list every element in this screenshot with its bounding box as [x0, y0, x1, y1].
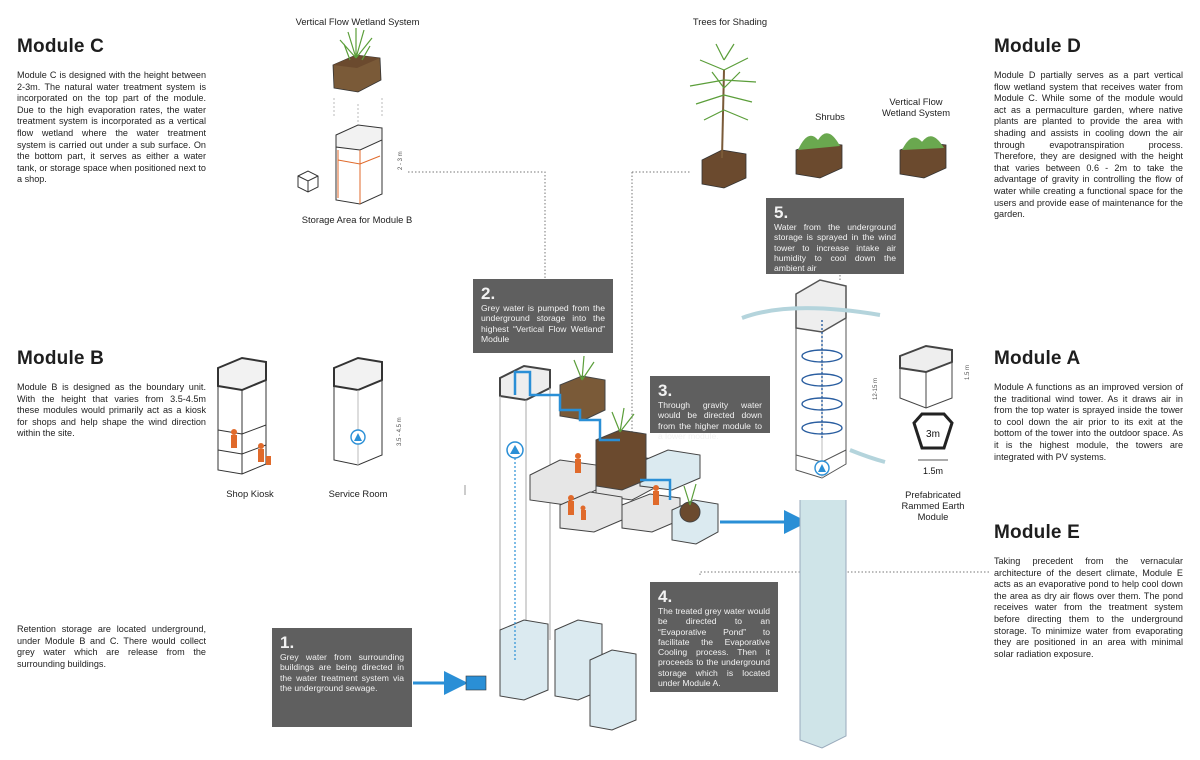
- triangle-up-icon: [350, 429, 366, 445]
- label-shrubs: Shrubs: [815, 111, 845, 122]
- label-vertical-flow-wetland-d: Vertical Flow Wetland System: [881, 96, 951, 118]
- prefab-hex-block: [899, 344, 953, 409]
- dim-c-label: 2 - 3 m: [398, 151, 404, 170]
- water-flow-path: [513, 370, 672, 660]
- step-1-box: 1. Grey water from surrounding buildings…: [272, 628, 412, 727]
- module-b-title: Module B: [17, 348, 105, 369]
- water-spray-coil: [801, 320, 843, 440]
- step-3-box: 3. Through gravity water would be direct…: [650, 376, 770, 441]
- step-5-text: Water from the underground storage is sp…: [774, 222, 896, 274]
- module-b-shop-kiosk: [217, 356, 267, 475]
- label-vertical-flow-wetland: Vertical Flow Wetland System: [295, 16, 420, 27]
- shrub-block: [795, 133, 843, 179]
- dim-1-5m-label: 1.5m: [923, 466, 943, 476]
- step-2-number: 2.: [481, 284, 496, 303]
- hexagon-icon: [912, 412, 954, 450]
- label-trees-for-shading: Trees for Shading: [692, 16, 768, 27]
- person-icon: [231, 429, 271, 465]
- step-2-box: 2. Grey water is pumped from the undergr…: [473, 279, 613, 353]
- module-c-title: Module C: [17, 36, 105, 57]
- step-5-number: 5.: [774, 203, 789, 222]
- step-3-text: Through gravity water would be directed …: [658, 400, 762, 441]
- label-shop-kiosk: Shop Kiosk: [226, 488, 274, 499]
- step-4-number: 4.: [658, 587, 673, 606]
- arrow-right-icon: [413, 671, 487, 695]
- retention-note: Retention storage are located undergroun…: [17, 624, 206, 669]
- step-4-box: 4. The treated grey water would be direc…: [650, 582, 778, 692]
- dim-a-label: 12-15 m: [873, 378, 879, 400]
- module-d-title: Module D: [994, 36, 1082, 57]
- module-a-title: Module A: [994, 348, 1081, 369]
- step-4-text: The treated grey water would be directed…: [658, 606, 770, 689]
- step-1-text: Grey water from surrounding buildings ar…: [280, 652, 404, 693]
- person-icon: [568, 453, 659, 520]
- module-a-description: Module A functions as an improved versio…: [994, 382, 1183, 462]
- plant-icon: [339, 28, 373, 61]
- step-3-number: 3.: [658, 381, 673, 400]
- module-e-description: Taking precedent from the vernacular arc…: [994, 556, 1183, 659]
- wetland-block-d: [899, 136, 947, 179]
- label-prefab-module: Prefabricated Rammed Earth Module: [901, 489, 965, 522]
- module-b-service-room: [333, 356, 383, 466]
- module-c-storage-hex: [333, 98, 383, 205]
- module-b-description: Module B is designed as the boundary uni…: [17, 382, 206, 439]
- step-2-text: Grey water is pumped from the undergroun…: [481, 303, 605, 344]
- module-e-title: Module E: [994, 522, 1081, 543]
- plant-icon: [573, 355, 697, 506]
- dim-b-label: 3.5 - 4.5 m: [397, 417, 403, 446]
- tree-icon: [689, 43, 757, 189]
- dim-prefab-label: 1.5 m: [965, 365, 971, 380]
- step-1-number: 1.: [280, 633, 295, 652]
- dim-3m-label: 3m: [926, 429, 940, 440]
- triangle-up-icon: [506, 441, 524, 459]
- module-c-description: Module C is designed with the height bet…: [17, 70, 206, 185]
- label-service-room: Service Room: [328, 488, 388, 499]
- module-a-wind-tower: [795, 279, 847, 749]
- step-5-box: 5. Water from the underground storage is…: [766, 198, 904, 274]
- module-c-wetland-block: [332, 28, 382, 93]
- module-d-description: Module D partially serves as a part vert…: [994, 70, 1183, 220]
- box-icon: [297, 170, 319, 193]
- triangle-up-icon: [814, 460, 830, 476]
- label-storage-area: Storage Area for Module B: [301, 214, 413, 225]
